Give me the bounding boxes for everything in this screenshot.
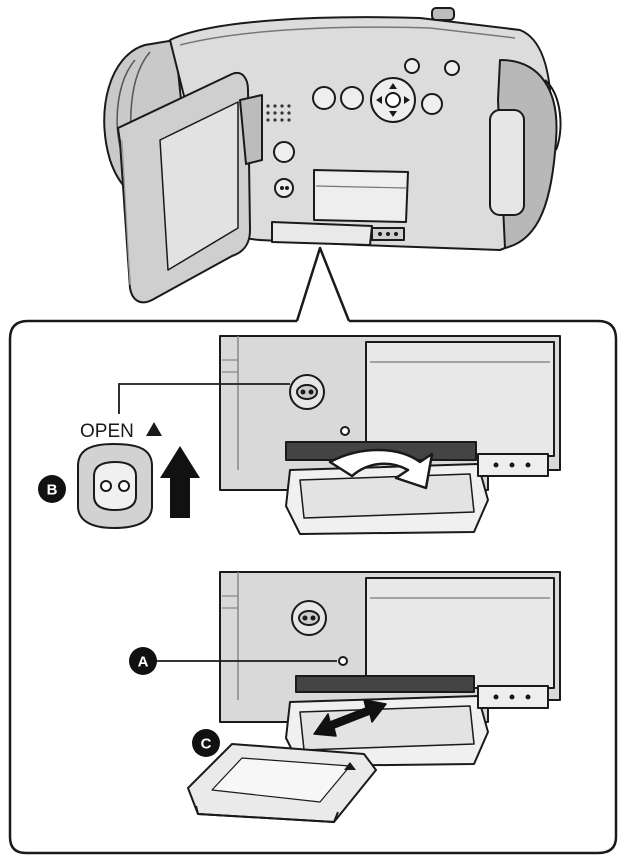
- speaker-grill: [266, 104, 291, 122]
- step1-side-panel: [365, 341, 555, 457]
- step2-side-panel: [365, 577, 555, 689]
- camcorder-illustration: [103, 7, 562, 304]
- card-slot-door: [313, 169, 409, 223]
- detail-panel: [8, 246, 618, 855]
- callout-a: A: [129, 647, 157, 675]
- sd-card: [187, 743, 377, 823]
- callout-b: B: [38, 475, 66, 503]
- top-button: [431, 7, 455, 21]
- svg-text:B: B: [47, 482, 58, 499]
- step2-card-slot: [295, 675, 475, 693]
- top-small-button-1: [404, 58, 420, 74]
- step-open-door: [219, 335, 561, 535]
- lcd-screen: [159, 101, 239, 271]
- card-slot-opening: [271, 221, 373, 246]
- double-arrow-icon: [313, 699, 387, 737]
- control-button-3: [421, 93, 443, 115]
- side-button: [273, 141, 295, 163]
- curved-arrow-down-icon: [328, 448, 434, 490]
- up-triangle-icon: [146, 422, 162, 436]
- up-arrow-icon: [160, 446, 200, 518]
- callout-c: C: [192, 729, 220, 757]
- callout-line-b: [118, 383, 290, 414]
- control-button-2: [340, 86, 364, 110]
- control-button-1: [312, 86, 336, 110]
- open-lever-enlarged: [77, 442, 153, 530]
- panel-frame: [8, 319, 618, 855]
- open-label: OPEN: [80, 421, 134, 442]
- svg-text:A: A: [138, 654, 149, 671]
- step-insert-card: [219, 571, 561, 767]
- top-small-button-2: [444, 60, 460, 76]
- svg-text:C: C: [201, 736, 212, 753]
- step2-access-lamp: [338, 656, 348, 666]
- callout-pointer: [295, 246, 351, 322]
- step1-access-lamp: [340, 426, 350, 436]
